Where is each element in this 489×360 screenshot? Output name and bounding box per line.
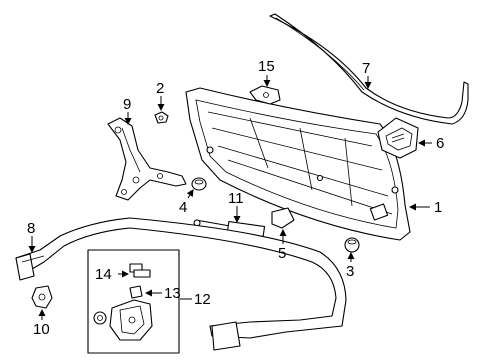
callout-15: 15 bbox=[258, 58, 275, 75]
callout-6: 6 bbox=[436, 135, 444, 152]
bolt-part-2 bbox=[154, 111, 169, 124]
lower-seal-part-8 bbox=[15, 217, 347, 351]
pin-part-14 bbox=[129, 263, 151, 278]
callout-12: 12 bbox=[194, 291, 211, 308]
bumper-part-13 bbox=[129, 285, 143, 299]
weatherstrip-seal-part-7 bbox=[269, 13, 469, 125]
callout-1: 1 bbox=[434, 199, 442, 216]
latch-assembly-box-part-12 bbox=[87, 249, 180, 354]
callout-4: 4 bbox=[179, 199, 187, 216]
clip-part-10 bbox=[31, 285, 53, 309]
liftgate-panel-part-1 bbox=[185, 87, 411, 241]
callout-7: 7 bbox=[362, 60, 370, 77]
hinge-part-9 bbox=[107, 117, 187, 201]
bump-stop-part-4 bbox=[191, 177, 207, 191]
callout-11: 11 bbox=[228, 190, 244, 207]
callout-5: 5 bbox=[278, 245, 286, 262]
callout-8: 8 bbox=[27, 220, 35, 237]
callout-13: 13 bbox=[164, 285, 181, 302]
leader-lines bbox=[28, 75, 432, 320]
grommet-part-3 bbox=[344, 237, 360, 253]
bracket-part-15 bbox=[249, 85, 281, 105]
callout-labels: 1 2 3 4 5 6 7 8 9 10 11 12 13 14 15 bbox=[27, 58, 444, 338]
latch-part-6 bbox=[377, 117, 419, 159]
callout-2: 2 bbox=[156, 80, 164, 97]
callout-3: 3 bbox=[346, 263, 354, 280]
cover-plate-part-5 bbox=[271, 207, 295, 229]
callout-14: 14 bbox=[95, 266, 112, 283]
callout-10: 10 bbox=[33, 321, 50, 338]
callout-9: 9 bbox=[123, 96, 131, 113]
